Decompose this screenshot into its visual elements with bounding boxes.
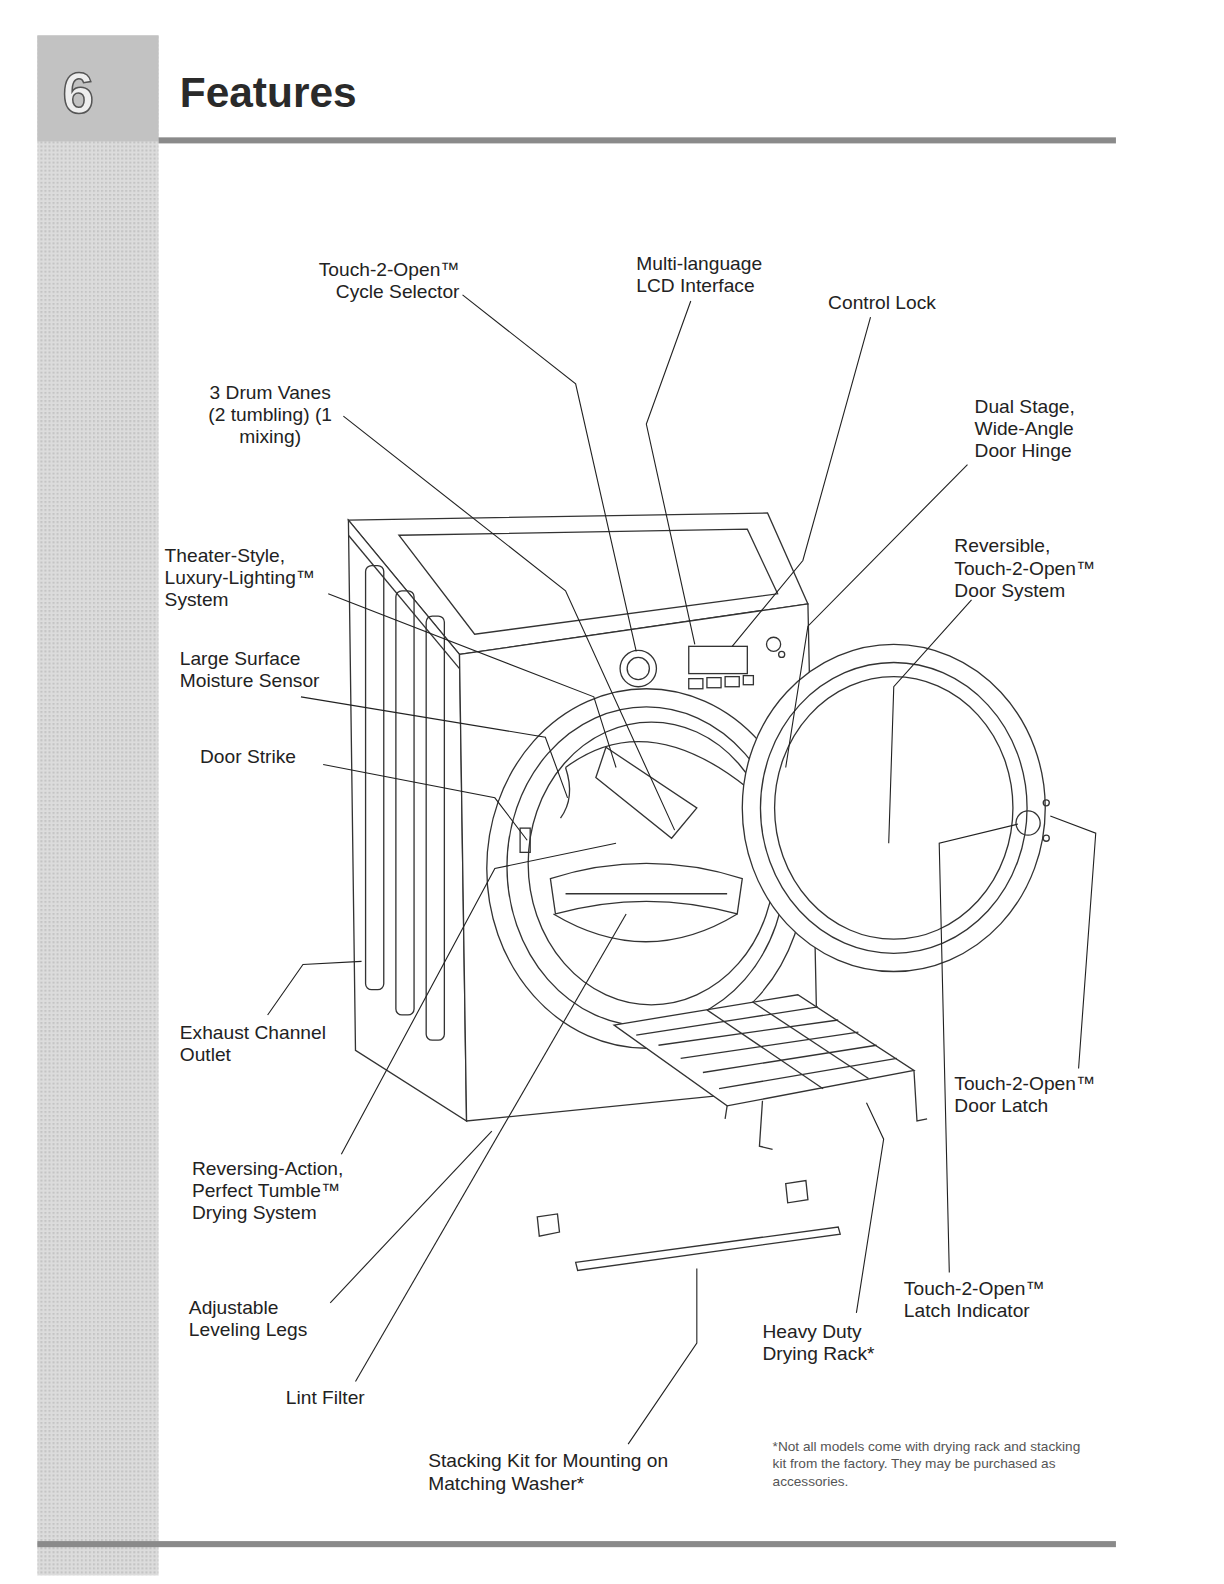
callout-label: Exhaust Channel Outlet [180,1022,347,1066]
callout-label: Theater-Style, Luxury-Lighting™ System [165,544,347,611]
page-title: Features [180,69,357,117]
callout-label: Touch-2-Open™ Door Latch [954,1073,1108,1117]
callout-label: Heavy Duty Drying Rack* [762,1321,893,1365]
callout-label: Dual Stage, Wide-Angle Door Hinge [975,396,1101,463]
footnote: *Not all models come with drying rack an… [773,1438,1096,1490]
callout-label: Reversing-Action, Perfect Tumble™ Drying… [192,1157,374,1224]
callout-label: Stacking Kit for Mounting on Matching Wa… [428,1450,680,1494]
callout-label: Touch-2-Open™ Latch Indicator [904,1278,1058,1322]
callout-label: Reversible, Touch-2-Open™ Door System [954,535,1108,602]
callout-label: Touch-2-Open™ Cycle Selector [303,259,460,303]
section-number: 6 [63,63,94,126]
callout-label: Large Surface Moisture Sensor [180,647,347,691]
callout-label: Lint Filter [286,1387,365,1409]
callout-label: Door Strike [200,746,296,768]
callout-label: 3 Drum Vanes (2 tumbling) (1 mixing) [202,382,338,449]
callout-label: Adjustable Leveling Legs [189,1297,330,1341]
callout-label: Control Lock [828,292,936,314]
callout-label: Multi-language LCD Interface [636,252,782,296]
